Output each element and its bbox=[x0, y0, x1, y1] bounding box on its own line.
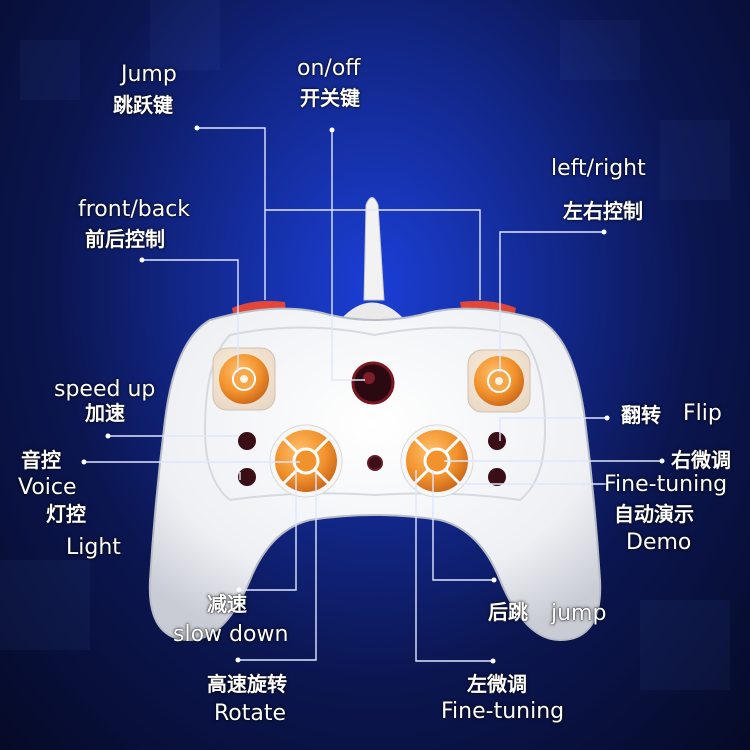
speed-up-button bbox=[238, 432, 256, 450]
onoff-label-en: on/off bbox=[297, 56, 361, 81]
voice-label-en: Voice bbox=[18, 475, 77, 500]
onoff-label-zh: 开关键 bbox=[300, 86, 360, 110]
antenna-base bbox=[340, 302, 405, 320]
center-button bbox=[367, 455, 383, 471]
antenna bbox=[363, 197, 385, 301]
demo-button bbox=[488, 468, 506, 486]
controller-panel bbox=[203, 326, 547, 502]
bg-tile bbox=[20, 40, 80, 100]
frontback-label-en: front/back bbox=[78, 197, 191, 222]
power-button bbox=[351, 361, 395, 405]
light-label-zh: 灯控 bbox=[46, 502, 86, 526]
slowdown-label-zh: 减速 bbox=[207, 592, 247, 616]
demo-label-en: Demo bbox=[626, 530, 692, 555]
bg-tile bbox=[640, 600, 730, 690]
demo-label-zh: 自动演示 bbox=[614, 502, 694, 526]
jump-label-en: Jump bbox=[121, 62, 177, 87]
leftright-label-en: left/right bbox=[551, 156, 646, 181]
bg-tile bbox=[560, 20, 640, 80]
slowdown-label-en: slow down bbox=[173, 622, 289, 647]
voice-label-zh: 音控 bbox=[21, 448, 61, 472]
trim-right-label-en: Fine-tuning bbox=[604, 472, 728, 497]
frontback-label-zh: 前后控制 bbox=[85, 227, 165, 251]
bg-tile bbox=[660, 120, 730, 200]
left-dpad bbox=[269, 424, 343, 498]
rotate-label-en: Rotate bbox=[214, 701, 287, 726]
bg-tile bbox=[150, 0, 220, 70]
right-dpad bbox=[400, 424, 474, 498]
speedup-label-zh: 加速 bbox=[85, 401, 125, 425]
flip-label-zh: 翻转 bbox=[621, 403, 661, 427]
bg-tile bbox=[0, 560, 90, 650]
flip-button bbox=[488, 432, 506, 450]
jump-label-zh: 跳跃键 bbox=[113, 93, 173, 117]
rotate-label-zh: 高速旋转 bbox=[207, 672, 287, 696]
backjump-label-en: jump bbox=[551, 601, 607, 626]
flip-label-en: Flip bbox=[683, 401, 722, 426]
trim-left-label-zh: 左微调 bbox=[467, 672, 527, 696]
trim-left-label-en: Fine-tuning bbox=[441, 699, 565, 724]
speedup-label-en: speed up bbox=[54, 377, 156, 402]
leader-dots bbox=[81, 125, 665, 664]
trim-right-label-zh: 右微调 bbox=[671, 448, 731, 472]
voice-button bbox=[238, 468, 256, 486]
leftright-label-zh: 左右控制 bbox=[563, 199, 643, 223]
light-label-en: Light bbox=[66, 535, 121, 560]
leader-lines bbox=[84, 127, 662, 662]
backjump-label-zh: 后跳 bbox=[488, 600, 528, 624]
